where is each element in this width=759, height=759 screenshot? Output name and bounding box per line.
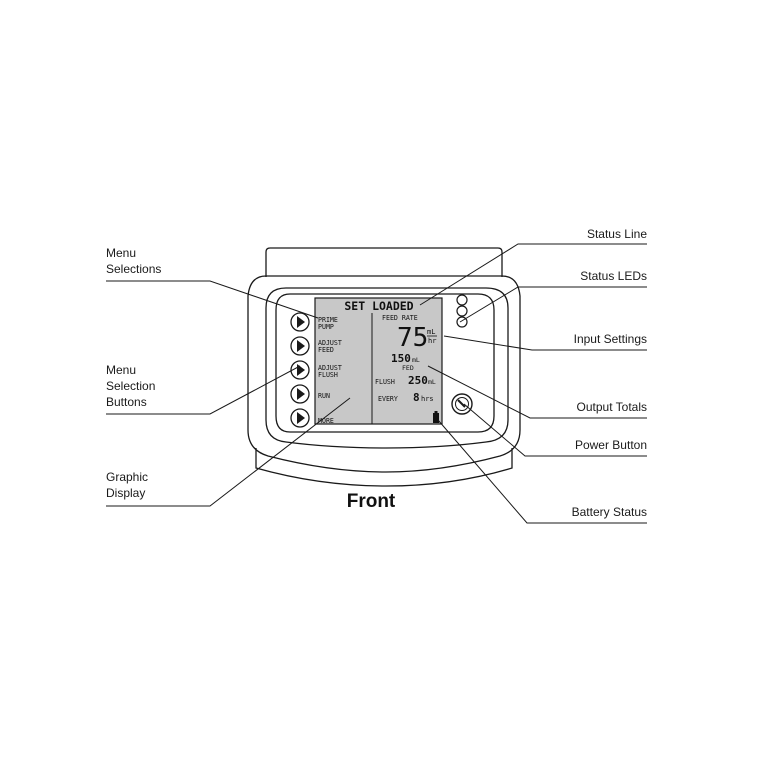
play-arrow-icon	[297, 412, 305, 424]
menu-label-adjust-flush-1: ADJUST	[318, 364, 342, 372]
status-line-text: SET LOADED	[344, 299, 413, 313]
flush-label: FLUSH	[375, 378, 395, 386]
every-label: EVERY	[378, 395, 398, 403]
callout-power-button: Power Button	[575, 438, 647, 452]
callout-menu-selection-buttons: Menu Selection Buttons	[106, 363, 159, 409]
callout-input-settings: Input Settings	[574, 332, 647, 346]
power-icon	[457, 399, 466, 408]
flush-value: 250	[408, 374, 428, 387]
menu-label-adjust-flush-2: FLUSH	[318, 371, 338, 379]
leader-status-leds	[459, 286, 647, 323]
menu-button-2[interactable]	[290, 336, 310, 356]
flush-unit: mL	[428, 378, 436, 386]
device-bottom-skirt	[255, 448, 513, 487]
callout-graphic-display-line1: Graphic	[106, 470, 148, 484]
menu-label-pump: PUMP	[318, 323, 334, 331]
leader-graphic-display	[106, 397, 351, 507]
device-outer-shell	[247, 275, 521, 473]
menu-label-more: MORE	[318, 417, 334, 425]
graphic-display-screen	[314, 297, 443, 425]
menu-button-3[interactable]	[290, 360, 310, 380]
fed-label: FED	[402, 364, 414, 372]
play-arrow-icon	[297, 388, 305, 400]
callout-output-totals: Output Totals	[577, 400, 648, 414]
pump-device	[247, 247, 521, 487]
callout-menu-selections: Menu Selections	[106, 246, 161, 276]
callout-battery-status: Battery Status	[572, 505, 647, 519]
callout-status-leds: Status LEDs	[580, 269, 647, 283]
leader-power-button	[463, 403, 647, 457]
play-arrow-icon	[297, 340, 305, 352]
menu-button-5[interactable]	[290, 408, 310, 428]
callout-status-line: Status Line	[587, 227, 647, 241]
feed-rate-unit-top: mL	[427, 328, 435, 336]
device-front-panel	[265, 287, 509, 449]
menu-label-prime: PRIME	[318, 316, 338, 324]
callout-menu-selection-buttons-line2: Selection	[106, 379, 155, 393]
status-leds	[456, 294, 468, 328]
leader-lines	[106, 243, 647, 524]
battery-icon	[433, 411, 439, 423]
leader-battery-status	[437, 419, 647, 524]
feed-rate-unit-bottom: hr	[428, 337, 436, 345]
power-button[interactable]	[451, 393, 473, 415]
menu-button-1[interactable]	[290, 312, 310, 332]
callout-menu-selection-buttons-line3: Buttons	[106, 395, 147, 409]
status-led-2	[456, 305, 468, 317]
callout-menu-selection-buttons-line1: Menu	[106, 363, 136, 377]
callout-menu-selections-line2: Selections	[106, 262, 161, 276]
menu-selection-buttons	[290, 312, 310, 428]
leader-input-settings	[443, 335, 647, 351]
menu-label-run: RUN	[318, 392, 330, 400]
menu-button-4[interactable]	[290, 384, 310, 404]
play-arrow-icon	[297, 316, 305, 328]
callout-graphic-display: Graphic Display	[106, 470, 151, 500]
status-led-1	[456, 294, 468, 306]
every-value: 8	[413, 391, 420, 404]
leader-menu-selection-buttons	[106, 365, 301, 415]
fed-value: 150	[391, 352, 411, 365]
menu-label-adjust-feed-2: FEED	[318, 346, 334, 354]
fed-unit: mL	[412, 356, 420, 364]
menu-labels: PRIME PUMP ADJUST FEED ADJUST FLUSH RUN …	[318, 316, 342, 425]
device-top-cap	[265, 247, 503, 277]
feed-rate-label: FEED RATE	[382, 314, 418, 322]
feed-rate-value: 75	[397, 323, 428, 353]
callout-menu-selections-line1: Menu	[106, 246, 136, 260]
leader-menu-selections	[106, 280, 319, 319]
callout-graphic-display-line2: Display	[106, 486, 145, 500]
leader-status-line	[419, 243, 647, 306]
leader-output-totals	[427, 365, 647, 419]
every-unit: hrs	[421, 395, 434, 403]
diagram-caption: Front	[347, 491, 396, 512]
menu-label-adjust-feed-1: ADJUST	[318, 339, 342, 347]
